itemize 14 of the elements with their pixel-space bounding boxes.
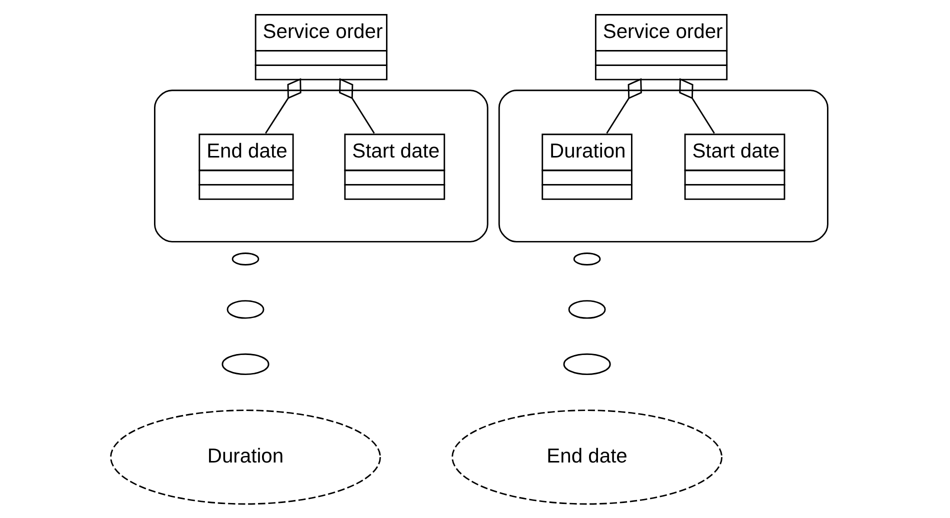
node-ellipse <box>226 300 264 319</box>
connector <box>265 78 302 134</box>
node-ellipse <box>563 353 611 375</box>
node-ellipse: End date <box>452 410 722 505</box>
cluster <box>154 90 488 242</box>
connector <box>339 78 375 134</box>
cluster <box>498 90 828 242</box>
connector <box>606 78 642 134</box>
node-ellipse: Duration <box>110 410 381 505</box>
node-ellipse <box>232 252 260 266</box>
node-ellipse <box>568 300 606 319</box>
connector <box>679 78 715 134</box>
node-ellipse <box>573 252 601 266</box>
node-ellipse <box>222 353 270 375</box>
